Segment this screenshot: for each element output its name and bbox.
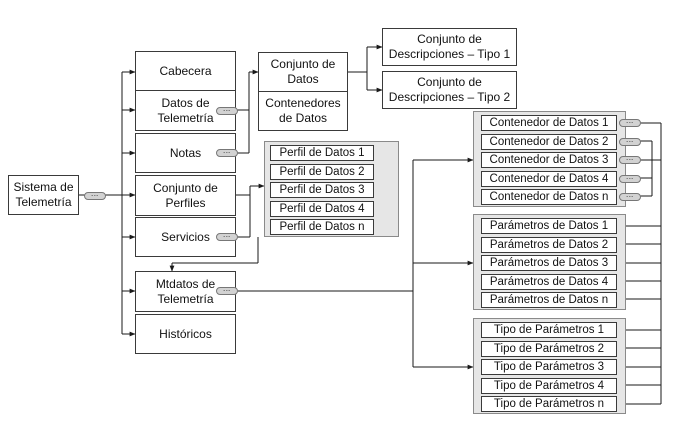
tipo-parametros-item-4: Tipo de Parámetros 4 xyxy=(481,377,617,394)
perfil-datos-item-4: Perfil de Datos 4 xyxy=(270,200,374,217)
tipo-parametros-item-1: Tipo de Parámetros 1 xyxy=(481,322,617,338)
parametros-datos-item-4: Parámetros de Datos 4 xyxy=(481,273,617,290)
contenedor-datos-item-5: Contenedor de Datos n xyxy=(481,189,617,205)
tipo-parametros-item-3: Tipo de Parámetros 3 xyxy=(481,359,617,375)
tipo-parametros-item-5: Tipo de Parámetros n xyxy=(481,396,617,412)
connector-mtdatos: --- xyxy=(216,287,238,295)
connector-root: --- xyxy=(84,192,106,200)
contenedor-datos-item-2: Contenedor de Datos 2 xyxy=(481,133,617,150)
connector-contenedor-2: --- xyxy=(619,137,641,146)
contenedor-datos-item-4: Contenedor de Datos 4 xyxy=(481,170,617,187)
perfil-datos-item-1: Perfil de Datos 1 xyxy=(270,145,374,161)
root-node-sistema-telemetria: Sistema de Telemetría xyxy=(8,175,79,215)
parametros-datos-item-5: Parámetros de Datos n xyxy=(481,292,617,308)
perfil-datos-item-3: Perfil de Datos 3 xyxy=(270,182,374,198)
connector-datos: --- xyxy=(216,107,238,115)
perfil-datos-item-2: Perfil de Datos 2 xyxy=(270,163,374,180)
node-contenedores-datos: Contenedores de Datos xyxy=(258,91,348,131)
connector-notas: --- xyxy=(216,149,238,157)
node-conjunto-datos: Conjunto de Datos xyxy=(258,52,348,92)
node-cabecera: Cabecera xyxy=(135,51,236,91)
connector-contenedor-4: --- xyxy=(619,174,641,183)
connector-contenedor-3: --- xyxy=(619,156,641,164)
node-historicos: Históricos xyxy=(135,314,236,354)
node-descripciones-tipo-1: Conjunto de Descripciones – Tipo 1 xyxy=(382,28,517,66)
node-mtdatos-telemetria: Mtdatos de Telemetría xyxy=(135,271,236,312)
connector-servicios: --- xyxy=(216,233,238,241)
perfil-datos-item-5: Perfil de Datos n xyxy=(270,219,374,235)
contenedor-datos-item-1: Contenedor de Datos 1 xyxy=(481,115,617,131)
tipo-parametros-item-2: Tipo de Parámetros 2 xyxy=(481,340,617,357)
parametros-datos-item-1: Parámetros de Datos 1 xyxy=(481,218,617,234)
connector-contenedor-5: --- xyxy=(619,193,641,201)
node-descripciones-tipo-2: Conjunto de Descripciones – Tipo 2 xyxy=(382,71,517,109)
contenedor-datos-item-3: Contenedor de Datos 3 xyxy=(481,152,617,168)
parametros-datos-item-2: Parámetros de Datos 2 xyxy=(481,236,617,253)
node-conjunto-perfiles: Conjunto de Perfiles xyxy=(135,175,236,216)
parametros-datos-item-3: Parámetros de Datos 3 xyxy=(481,255,617,271)
connector-contenedor-1: --- xyxy=(619,119,641,127)
